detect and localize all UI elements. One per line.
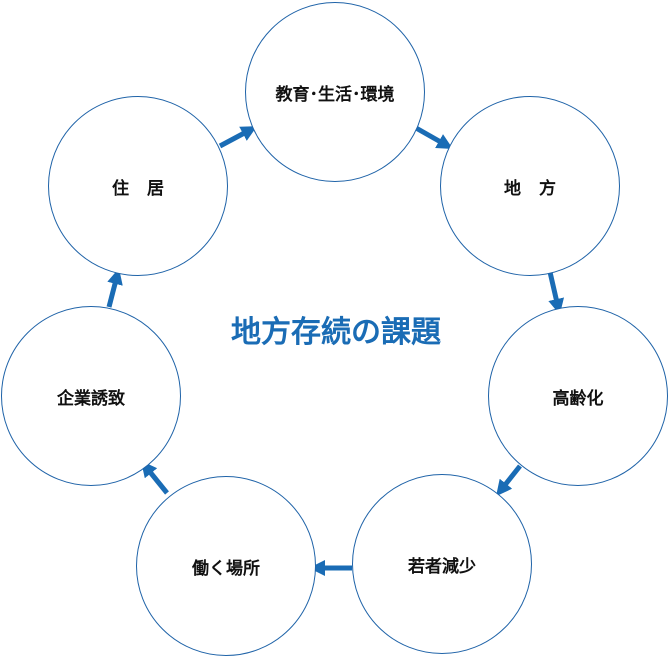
arrow-aging-to-youth-decline: [496, 464, 522, 497]
node-business-attraction: 企業誘致: [1, 306, 181, 486]
node-aging: 高齢化: [488, 306, 668, 486]
node-housing-label: 住居: [112, 178, 182, 199]
node-youth-decline: 若者減少: [352, 474, 532, 654]
node-region: 地方: [440, 96, 620, 276]
node-housing: 住居: [48, 96, 228, 276]
node-workplace-label: 働く場所: [192, 558, 260, 579]
node-region-label: 地方: [504, 178, 574, 199]
diagram-title: 地方存続の課題: [231, 315, 441, 350]
arrow-workplace-to-business-attraction: [140, 460, 169, 495]
arrow-region-to-aging: [547, 271, 565, 315]
node-education-label: 教育･生活･環境: [275, 84, 395, 105]
arrow-education-to-region: [414, 125, 453, 149]
arrow-business-attraction-to-housing: [106, 268, 123, 308]
arrow-housing-to-education: [218, 126, 258, 149]
node-youth-decline-label: 若者減少: [408, 556, 476, 577]
node-education: 教育･生活･環境: [245, 2, 425, 182]
node-business-attraction-label: 企業誘致: [57, 388, 125, 409]
node-aging-label: 高齢化: [552, 388, 604, 409]
node-workplace: 働く場所: [136, 476, 316, 656]
